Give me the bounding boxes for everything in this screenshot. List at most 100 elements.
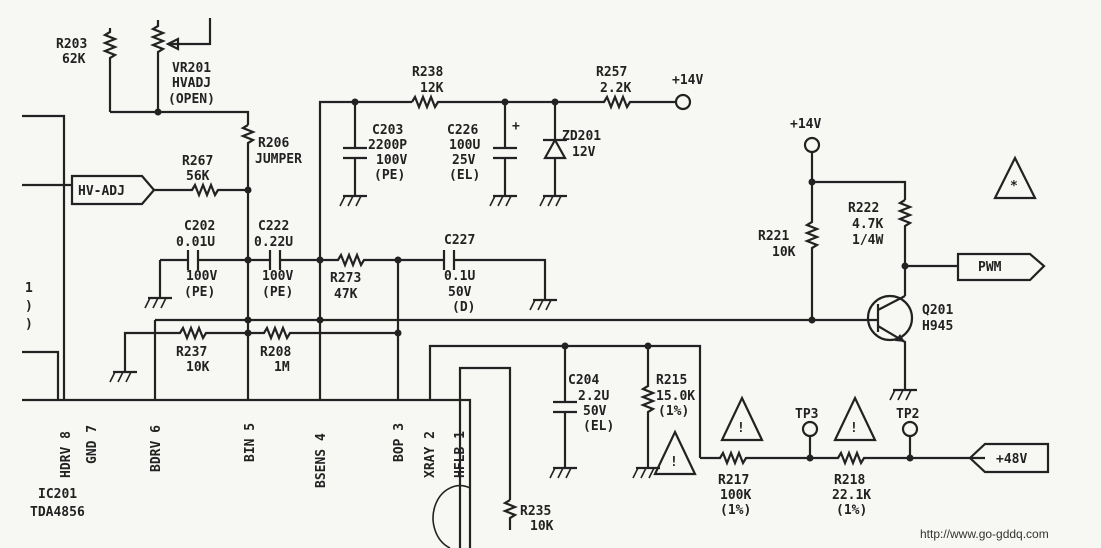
vr201-value: HVADJ [172, 76, 211, 91]
r221-value: 10K [772, 245, 796, 260]
svg-text:*: * [1010, 179, 1018, 194]
r206-resistor [240, 124, 256, 400]
r217-ref: R217 [718, 473, 749, 488]
vr201-ref: VR201 [172, 61, 211, 76]
wire [22, 114, 66, 400]
c204-voltage: 50V [583, 404, 607, 419]
ic-pin-8: HDRV 8 [59, 431, 74, 478]
r217-value: 100K [720, 488, 751, 503]
c202-voltage: 100V [186, 269, 217, 284]
r218-value: 22.1K [832, 488, 871, 503]
r208-value: 1M [274, 360, 290, 375]
c222-type: (PE) [262, 285, 293, 300]
c203-ref: C203 [372, 123, 403, 138]
r215-tolerance: (1%) [658, 404, 689, 419]
r218-ref: R218 [834, 473, 865, 488]
r237-ref: R237 [176, 345, 207, 360]
ic-ref: IC201 [38, 487, 77, 502]
ic-edge-label: 1 [25, 281, 33, 296]
c222-value: 0.22U [254, 235, 293, 250]
wire [318, 100, 412, 400]
r235-ref: R235 [520, 504, 551, 519]
r273-ref: R273 [330, 271, 361, 286]
pwm-label: PWM [978, 260, 1002, 275]
r238-ref: R238 [412, 65, 443, 80]
r267-value: 56K [186, 169, 210, 184]
q201-ref: Q201 [922, 303, 953, 318]
c222-voltage: 100V [262, 269, 293, 284]
r222-value: 4.7K [852, 217, 883, 232]
q201-value: H945 [922, 319, 953, 334]
c226-ref: C226 [447, 123, 478, 138]
r257-ref: R257 [596, 65, 627, 80]
r237-value: 10K [186, 360, 210, 375]
r273-value: 47K [334, 287, 358, 302]
ic-edge-label: ) [25, 299, 33, 314]
c227-voltage: 50V [448, 285, 472, 300]
c226-plus: + [512, 119, 520, 134]
star-warning-triangle: * [993, 155, 1037, 200]
v14-top-label: +14V [672, 73, 703, 88]
r238-value: 12K [420, 81, 444, 96]
v48-label: +48V [996, 452, 1027, 467]
c202-value: 0.01U [176, 235, 215, 250]
ic-notch [432, 484, 471, 548]
ic-pin-6: BDRV 6 [149, 425, 164, 472]
r215-value: 15.0K [656, 389, 695, 404]
ic-pin-1: HFLB 1 [453, 431, 468, 478]
hv-adj-label: HV-ADJ [78, 184, 125, 199]
ic-part: TDA4856 [30, 505, 85, 520]
pwm-connector [956, 252, 1046, 282]
c203-value: 2200P [368, 138, 407, 153]
ic-pin-3: BOP 3 [392, 423, 407, 462]
c226-value: 100U [449, 138, 480, 153]
c222-ref: C222 [258, 219, 289, 234]
wire [22, 350, 60, 400]
r257-value: 2.2K [600, 81, 631, 96]
c202-ref: C202 [184, 219, 215, 234]
safety-triangle-r218: ! [833, 395, 877, 442]
ic-edge-label: ) [25, 317, 33, 332]
tp2-label: TP2 [896, 407, 919, 422]
c226-voltage: 25V [452, 153, 476, 168]
vr201-potentiometer [150, 18, 212, 112]
c204-ref: C204 [568, 373, 599, 388]
safety-triangle-r217: ! [720, 395, 764, 442]
c204-value: 2.2U [578, 389, 609, 404]
r208-ref: R208 [260, 345, 291, 360]
zd201-ref: ZD201 [562, 129, 601, 144]
ic-body [22, 398, 472, 548]
svg-text:!: ! [670, 455, 678, 470]
c226-type: (EL) [449, 168, 480, 183]
c227-value: 0.1U [444, 269, 475, 284]
safety-triangle-r215: ! [653, 429, 697, 476]
r203-ref: R203 [56, 37, 87, 52]
r238-resistor [411, 94, 555, 110]
ic-pins: HDRV 8 GND 7 BDRV 6 BIN 5 BSENS 4 BOP 3 … [59, 423, 468, 488]
vr201-note: (OPEN) [168, 92, 215, 107]
r215-ref: R215 [656, 373, 687, 388]
r222-power: 1/4W [852, 233, 883, 248]
ic-pin-2: XRAY 2 [423, 431, 438, 478]
c227-type: (D) [452, 300, 475, 315]
r222-ref: R222 [848, 201, 879, 216]
c227-ref: C227 [444, 233, 475, 248]
hv-adj-connector [70, 174, 156, 206]
r206-ref: R206 [258, 136, 289, 151]
c204-type: (EL) [583, 419, 614, 434]
svg-text:!: ! [737, 421, 745, 436]
r257-resistor [555, 94, 676, 110]
r217-tolerance: (1%) [720, 503, 751, 518]
r203-resistor [102, 28, 118, 112]
q201-transistor [866, 294, 914, 380]
wire [110, 110, 250, 125]
v14-mid-label: +14V [790, 117, 821, 132]
wire [458, 366, 512, 548]
r218-tolerance: (1%) [836, 503, 867, 518]
c203-voltage: 100V [376, 153, 407, 168]
footer-url[interactable]: http://www.go-gddq.com [920, 527, 1049, 541]
r235-value: 10K [530, 519, 554, 534]
v48-connector [968, 442, 1050, 474]
